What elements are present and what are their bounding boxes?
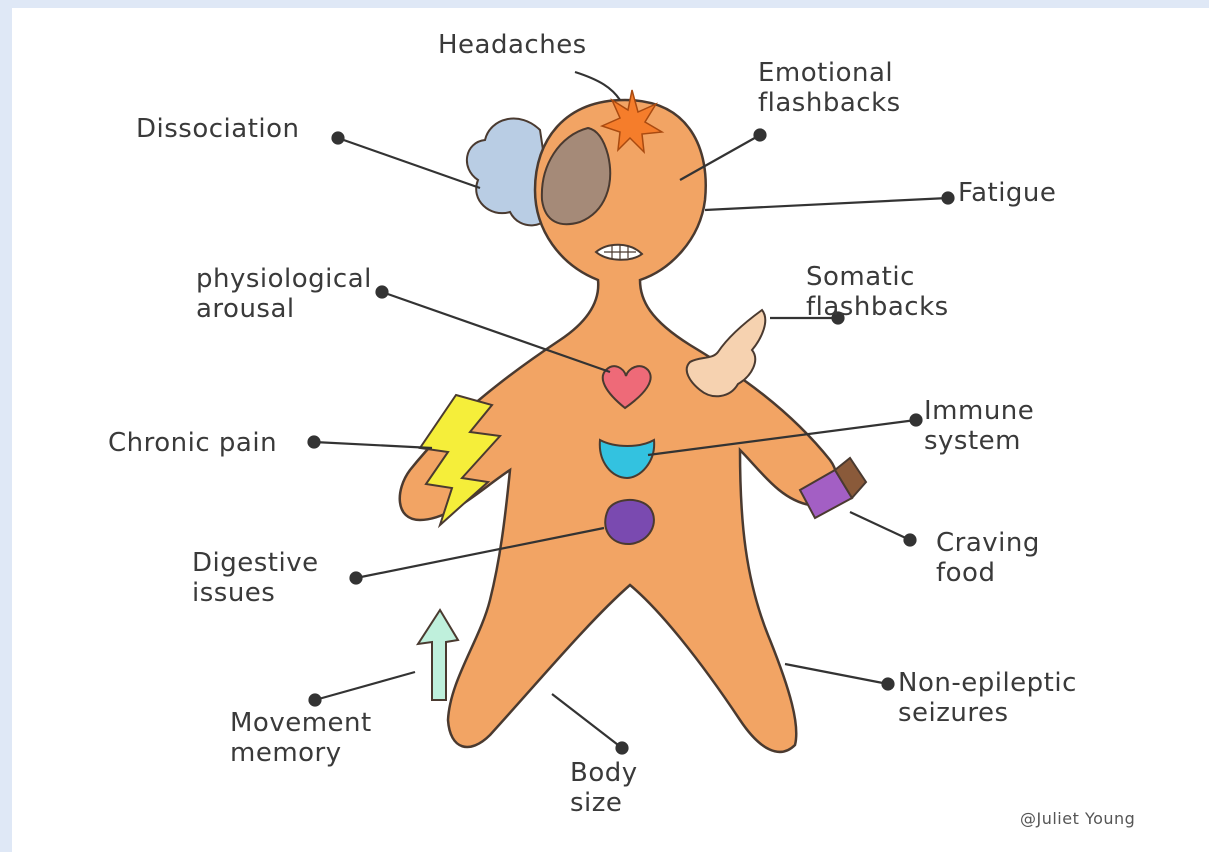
label-somatic-flashbacks: Somatic flashbacks [806, 262, 949, 322]
digestive-icon [605, 500, 654, 544]
label-fatigue: Fatigue [958, 178, 1056, 208]
credit-signature: @Juliet Young [1020, 810, 1135, 828]
leader-craving [850, 512, 910, 540]
label-movement-memory: Movement memory [230, 708, 372, 768]
label-chronic-pain: Chronic pain [108, 428, 277, 458]
label-dissociation: Dissociation [136, 114, 300, 144]
label-craving-food: Craving food [936, 528, 1040, 588]
leader-dissociation [338, 138, 480, 188]
leader-body-size [552, 694, 622, 748]
label-body-size: Body size [570, 758, 638, 818]
leader-fatigue [705, 198, 948, 210]
label-emotional-flashbacks: Emotional flashbacks [758, 58, 901, 118]
label-physiological-arousal: physiological arousal [196, 264, 372, 324]
label-non-epileptic-seizures: Non-epileptic seizures [898, 668, 1077, 728]
leader-headaches [575, 72, 620, 100]
leader-movement [315, 672, 415, 700]
label-immune-system: Immune system [924, 396, 1034, 456]
leader-chronic-pain [314, 442, 432, 448]
leader-seizures [785, 664, 888, 684]
movement-arrow-icon [418, 610, 458, 700]
label-digestive-issues: Digestive issues [192, 548, 319, 608]
label-headaches: Headaches [438, 30, 587, 60]
